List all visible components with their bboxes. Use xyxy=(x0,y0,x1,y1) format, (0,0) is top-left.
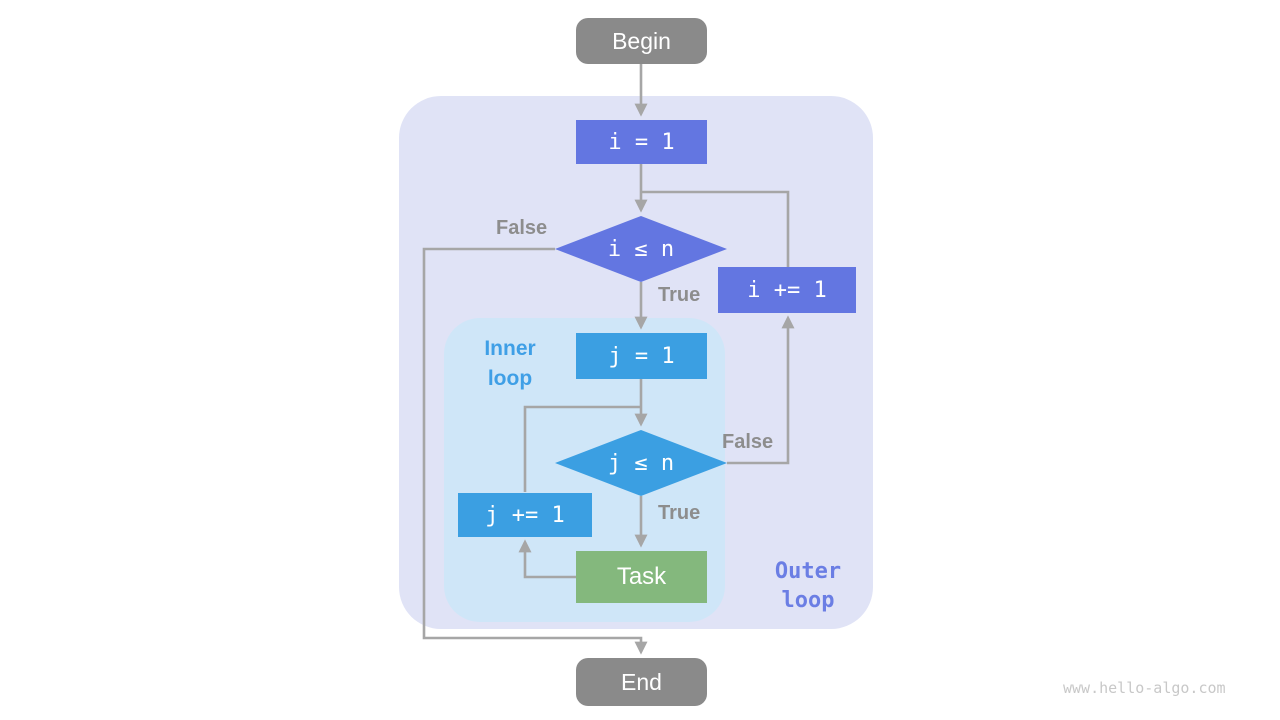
outer-true-label: True xyxy=(658,284,701,306)
outer-loop-label: Outer loop xyxy=(756,557,860,615)
outer-loop-label-line2: loop xyxy=(781,588,835,613)
site-watermark: www.hello-algo.com xyxy=(1063,679,1226,697)
task-node: Task xyxy=(576,551,707,603)
inner-loop-label-line1: Inner xyxy=(484,337,536,360)
inner-loop-label: Inner loop xyxy=(468,334,552,394)
i-increment-node: i += 1 xyxy=(718,267,856,313)
i-init-node: i = 1 xyxy=(576,120,707,164)
j-increment-node: j += 1 xyxy=(458,493,592,537)
j-init-node: j = 1 xyxy=(576,333,707,379)
inner-loop-label-line2: loop xyxy=(487,367,533,390)
inner-true-label: True xyxy=(658,502,701,524)
outer-false-label: False xyxy=(496,217,548,239)
end-node: End xyxy=(576,658,707,706)
inner-false-label: False xyxy=(722,431,774,453)
outer-loop-label-line1: Outer xyxy=(774,559,842,584)
begin-node: Begin xyxy=(576,18,707,64)
